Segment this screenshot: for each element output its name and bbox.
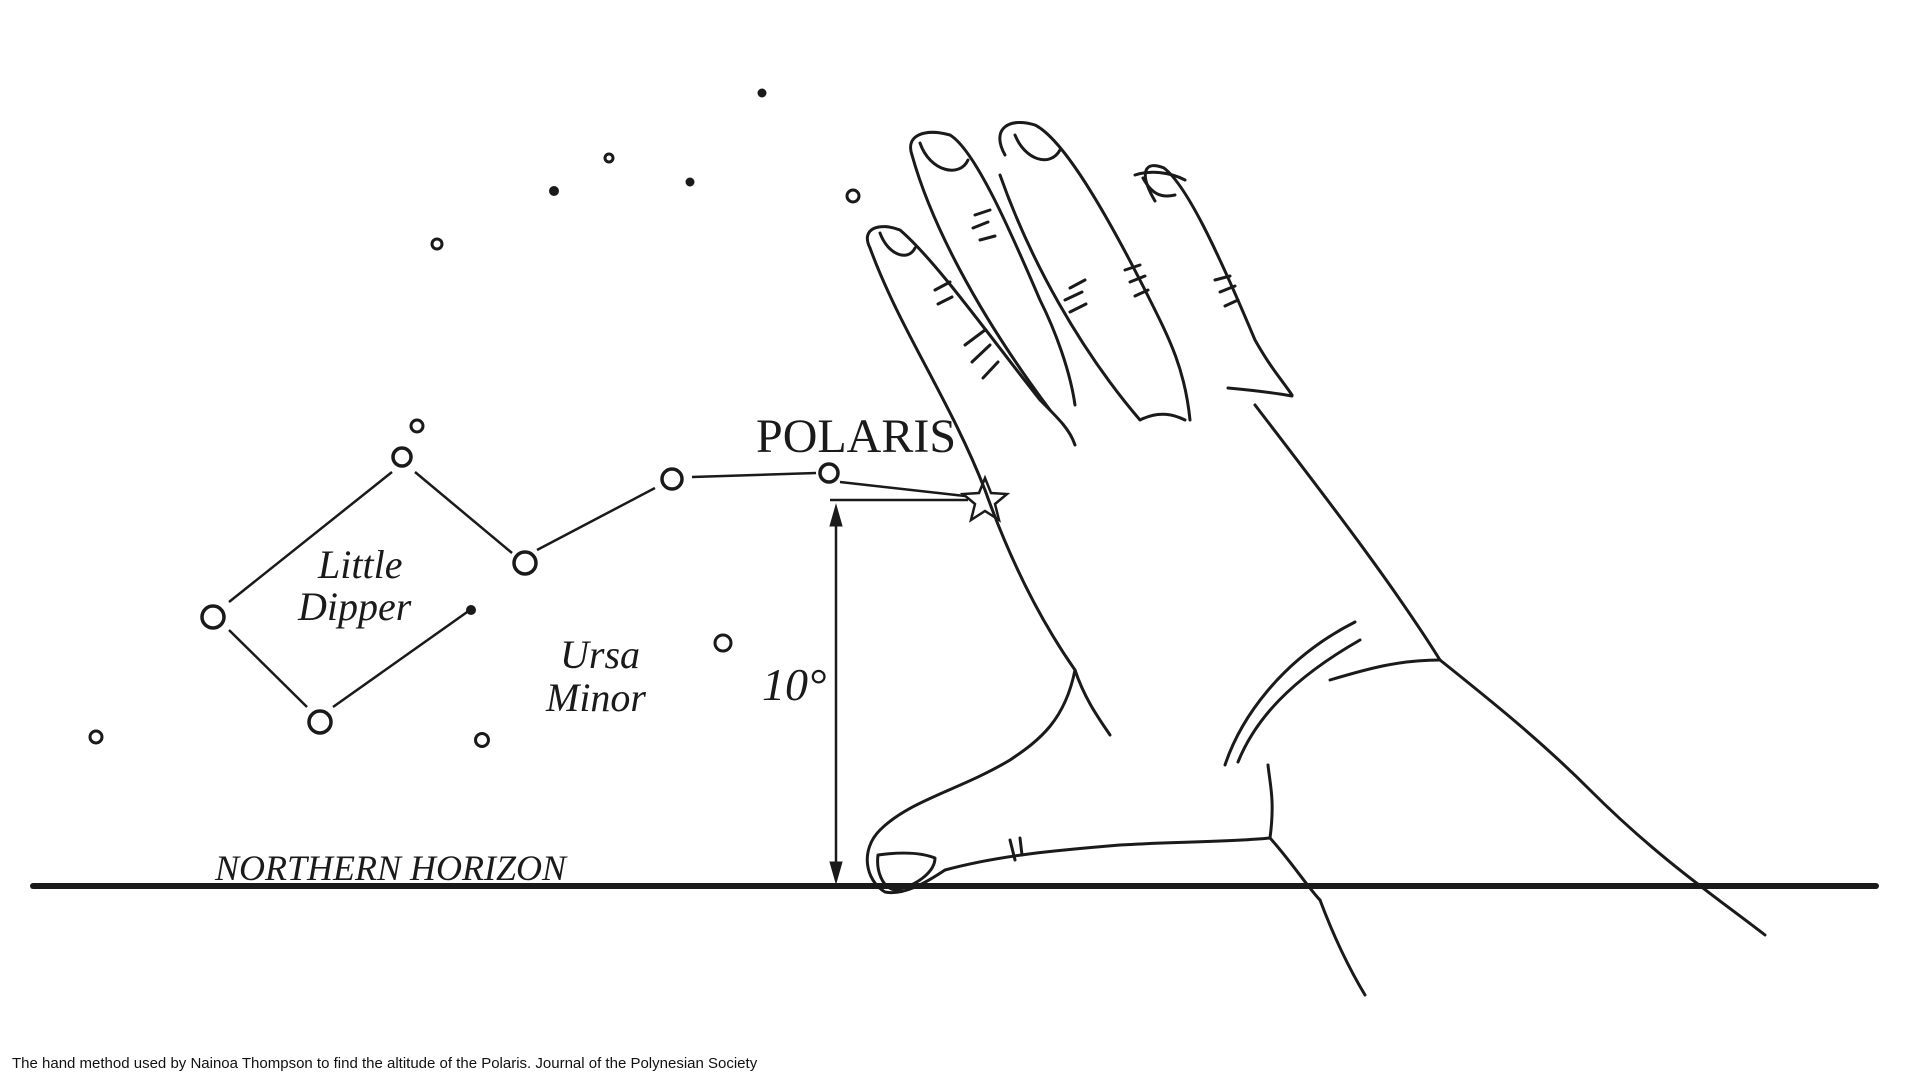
hand-method-figure: POLARIS Little Dipper Ursa Minor 10° NOR…	[0, 0, 1920, 1050]
little-dipper-label-line2: Dipper	[297, 584, 412, 629]
little-dipper-label-line1: Little	[317, 542, 402, 587]
polaris-label: POLARIS	[756, 410, 956, 463]
figure-background	[0, 0, 1920, 1050]
figure-caption: The hand method used by Nainoa Thompson …	[12, 1055, 757, 1072]
star-dot	[758, 89, 766, 97]
star-dot	[550, 187, 559, 196]
polaris-altitude-diagram: POLARIS Little Dipper Ursa Minor 10° NOR…	[0, 0, 1920, 1050]
star-dot	[686, 178, 694, 186]
ursa-minor-label-line2: Minor	[545, 675, 646, 720]
ursa-minor-label-line1: Ursa	[560, 632, 640, 677]
altitude-angle-label: 10°	[762, 659, 826, 710]
horizon-label: NORTHERN HORIZON	[214, 848, 568, 888]
